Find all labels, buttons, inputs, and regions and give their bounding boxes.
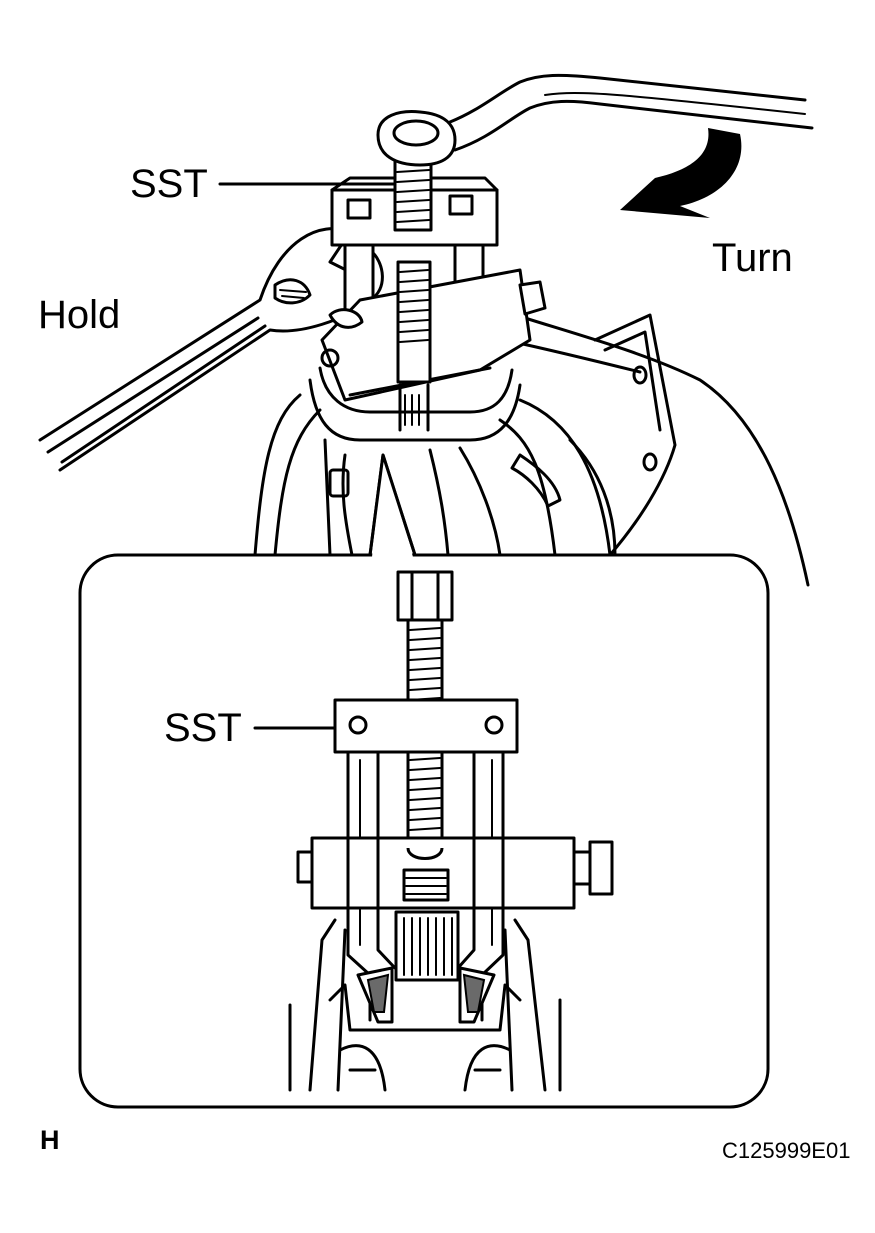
puller-upper (320, 158, 547, 432)
adjustable-wrench (38, 227, 384, 472)
hold-label: Hold (38, 293, 121, 337)
curved-arrow-icon (620, 128, 742, 218)
sst-label-top: SST (130, 162, 208, 206)
figure-code: C125999E01 (722, 1138, 851, 1163)
puller-detail (288, 570, 614, 1092)
sst-label-inset: SST (164, 706, 242, 750)
figure-mark: H (40, 1125, 60, 1155)
turn-label: Turn (712, 236, 793, 280)
box-end-wrench (376, 73, 814, 167)
